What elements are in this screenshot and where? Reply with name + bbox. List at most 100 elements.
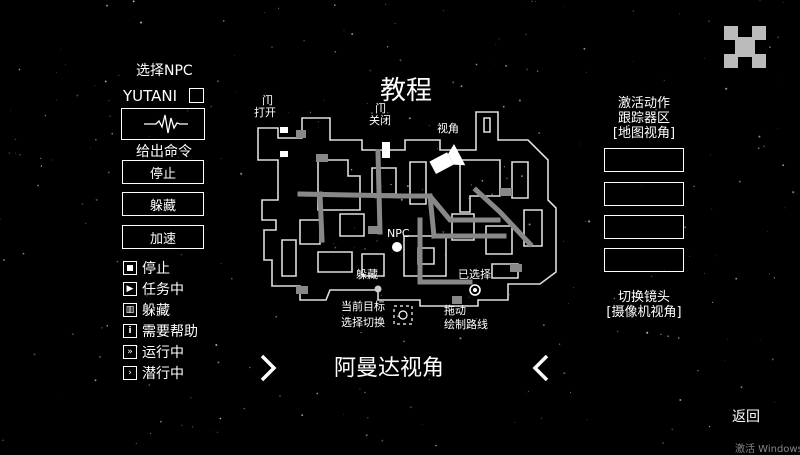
star xyxy=(217,80,219,83)
next-view-chevron-icon[interactable] xyxy=(257,353,279,383)
action-slot-2[interactable] xyxy=(604,182,684,206)
star xyxy=(397,315,400,318)
star xyxy=(538,132,541,135)
speed-up-button[interactable]: 加速 xyxy=(122,225,204,249)
star xyxy=(422,189,423,191)
star xyxy=(243,407,246,410)
hide-button[interactable]: 躲藏 xyxy=(122,192,204,216)
star xyxy=(563,6,564,7)
star xyxy=(104,80,107,83)
stop-icon xyxy=(123,261,137,275)
star xyxy=(146,295,148,297)
star xyxy=(100,326,103,329)
star xyxy=(400,198,403,201)
star xyxy=(277,7,280,9)
star xyxy=(334,50,337,53)
star xyxy=(784,207,786,209)
star xyxy=(391,252,393,253)
star xyxy=(95,139,97,141)
star xyxy=(215,344,218,346)
star xyxy=(60,48,62,50)
star xyxy=(782,1,784,3)
npc-portrait-box[interactable] xyxy=(121,108,205,140)
star xyxy=(222,19,225,22)
star xyxy=(56,99,58,101)
star xyxy=(360,331,362,334)
star xyxy=(366,103,368,104)
star xyxy=(631,61,633,62)
action-slot-3[interactable] xyxy=(604,215,684,239)
star xyxy=(679,399,682,401)
star xyxy=(779,79,781,81)
star xyxy=(527,390,529,392)
star xyxy=(309,111,312,113)
star xyxy=(771,358,774,361)
star xyxy=(94,379,97,382)
star xyxy=(301,414,304,416)
legend-label: 需要帮助 xyxy=(142,324,198,340)
star xyxy=(14,138,17,141)
star xyxy=(568,302,569,304)
star xyxy=(497,113,499,116)
npc-select-checkbox[interactable] xyxy=(189,88,204,103)
star xyxy=(198,216,199,218)
action-slot-1[interactable] xyxy=(604,148,684,172)
star xyxy=(650,275,653,278)
star xyxy=(531,0,533,3)
star xyxy=(94,84,96,87)
star xyxy=(711,208,713,210)
star xyxy=(708,20,710,23)
star xyxy=(264,12,265,13)
star xyxy=(475,63,478,66)
star xyxy=(261,229,263,231)
star xyxy=(109,115,111,118)
star xyxy=(525,392,527,394)
star xyxy=(343,413,345,415)
star xyxy=(677,337,680,339)
legend-running: » 运行中 xyxy=(123,342,184,362)
star xyxy=(181,424,183,426)
star xyxy=(470,184,473,186)
star xyxy=(570,391,572,393)
star xyxy=(712,301,714,303)
star xyxy=(710,154,712,156)
star xyxy=(697,369,699,372)
star xyxy=(792,191,795,194)
current-view-name: 阿曼达视角 xyxy=(334,356,445,381)
star xyxy=(693,185,695,188)
star xyxy=(343,29,345,31)
star xyxy=(525,33,527,36)
star xyxy=(468,296,470,299)
star xyxy=(333,243,334,245)
star xyxy=(381,368,384,370)
star xyxy=(428,379,430,381)
star xyxy=(281,157,282,158)
star xyxy=(514,422,516,423)
prev-view-chevron-icon[interactable] xyxy=(530,353,552,383)
star xyxy=(160,420,162,423)
star xyxy=(435,444,437,447)
star xyxy=(505,64,508,67)
star xyxy=(33,353,36,356)
star xyxy=(231,277,233,280)
star xyxy=(240,172,243,175)
stop-button[interactable]: 停止 xyxy=(122,160,204,184)
menu-icon[interactable] xyxy=(723,25,767,69)
star xyxy=(526,68,528,71)
star xyxy=(50,159,52,161)
star xyxy=(76,94,79,97)
star xyxy=(758,135,761,138)
star xyxy=(15,152,17,154)
legend-help: i 需要帮助 xyxy=(123,321,198,341)
action-slot-4[interactable] xyxy=(604,248,684,272)
current-target-label: 当前目标 xyxy=(341,300,385,313)
star xyxy=(502,105,505,108)
star xyxy=(148,136,150,138)
back-button[interactable]: 返回 xyxy=(732,409,760,425)
legend-stop: 停止 xyxy=(123,258,170,278)
star xyxy=(726,338,728,340)
select-npc-label: 选择NPC xyxy=(136,63,193,79)
star xyxy=(558,343,561,345)
star xyxy=(106,325,108,327)
star xyxy=(107,171,110,174)
